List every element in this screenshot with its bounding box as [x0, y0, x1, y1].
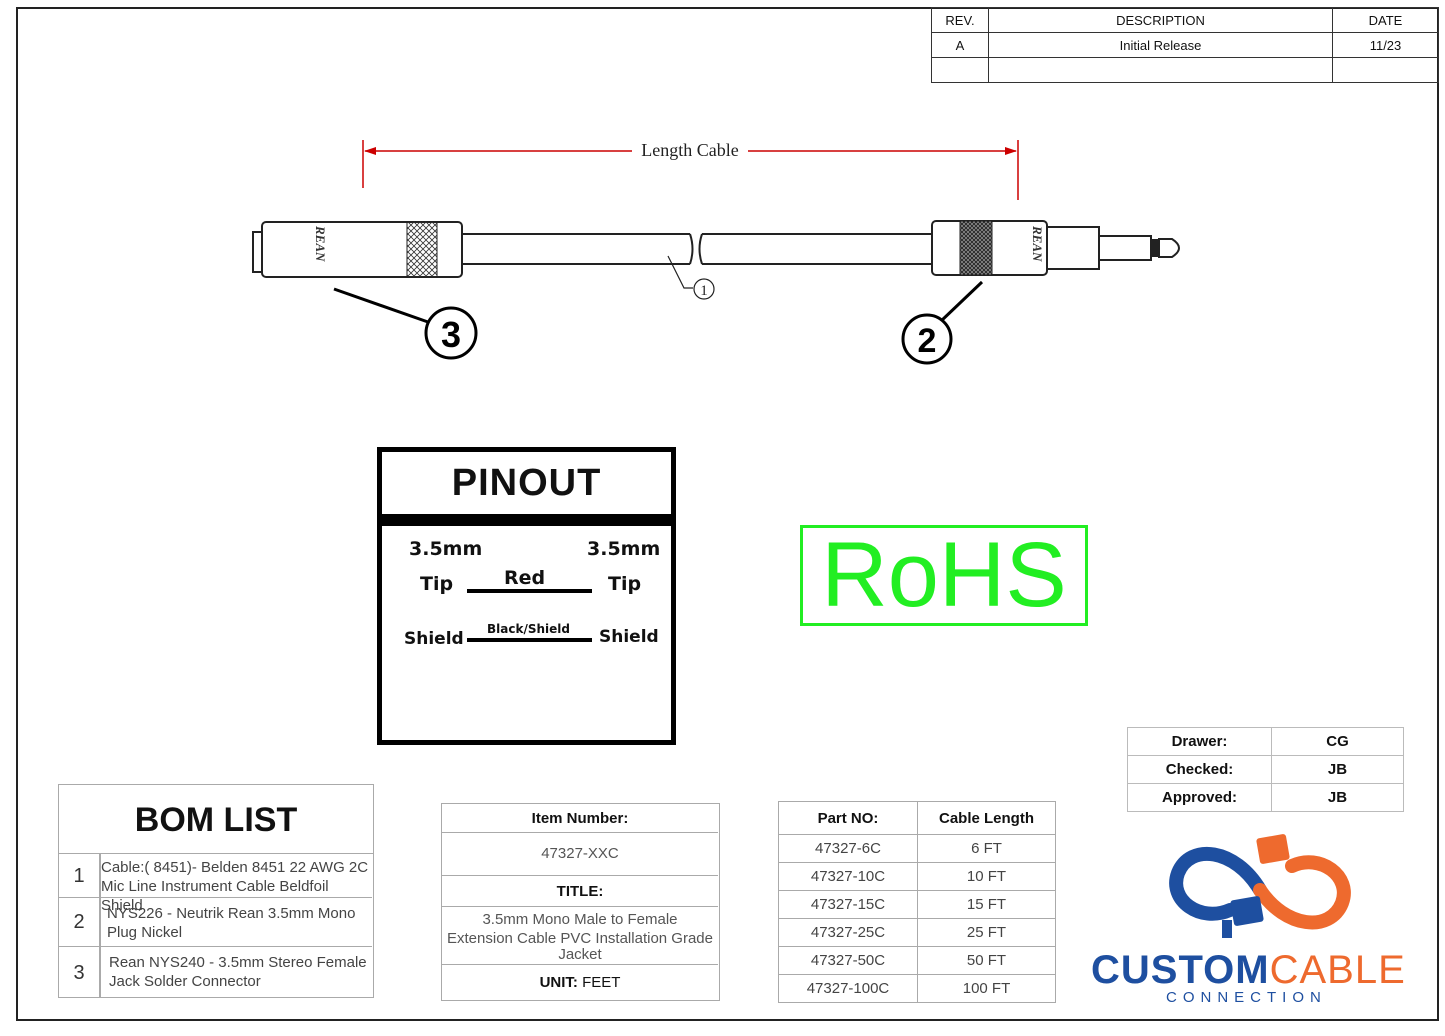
title-label: TITLE: — [442, 876, 718, 907]
bom-item-number: 3 — [73, 962, 85, 984]
female-jack-connector: REAN — [252, 221, 463, 278]
logo-word-custom: CUSTOM — [1091, 948, 1270, 992]
bom-list: BOM LIST 1 Cable:( 8451)- Belden 8451 22… — [58, 784, 374, 998]
pinout-title: PINOUT — [382, 452, 671, 526]
length-cell: 15 FT — [917, 890, 1056, 919]
bom-item-number: 1 — [73, 865, 85, 887]
title-line: 3.5mm Mono Male to Female — [482, 911, 678, 928]
cable-drawing: Length Cable REAN REAN 1 3 — [252, 140, 1180, 365]
approved-value: JB — [1271, 783, 1404, 812]
pinout-tip-right: Tip — [608, 573, 642, 595]
male-plug-connector: REAN — [931, 220, 1180, 276]
part-no-header: Part NO: — [778, 801, 918, 835]
cable-body — [462, 233, 932, 265]
pinout-tip-wire — [467, 589, 592, 593]
bom-column-divider — [99, 853, 101, 997]
pinout-box: PINOUT 3.5mm 3.5mm Tip Red Tip Shield Bl… — [377, 447, 676, 745]
item-number-label: Item Number: — [442, 804, 718, 833]
part-no-cell: 47327-10C — [778, 862, 918, 891]
signoff-table: Drawer:CG Checked:JB Approved:JB — [1127, 727, 1404, 812]
logo-subtitle: CONNECTION — [1166, 989, 1327, 1006]
part-no-cell: 47327-15C — [778, 890, 918, 919]
title-line: Jacket — [558, 946, 602, 963]
callout-2-number: 2 — [918, 322, 937, 360]
callout-3-number: 3 — [441, 314, 461, 355]
unit-value: FEET — [582, 974, 621, 991]
length-cell: 100 FT — [917, 974, 1056, 1003]
callout-1: 1 — [667, 255, 715, 300]
approved-label: Approved: — [1127, 783, 1272, 812]
unit-label: UNIT: — [539, 974, 578, 991]
unit-row: UNIT: FEET — [442, 970, 718, 998]
length-cell: 50 FT — [917, 946, 1056, 975]
length-cell: 25 FT — [917, 918, 1056, 947]
table-row: Drawer:CG — [1127, 727, 1404, 756]
logo-word-cable: CABLE — [1269, 948, 1406, 992]
bom-title: BOM LIST — [59, 785, 373, 854]
bom-desc-line: Rean NYS240 - 3.5mm Stereo Female — [109, 954, 367, 971]
length-cable-label: Length Cable — [641, 140, 738, 160]
male-brand-mark: REAN — [1030, 225, 1045, 262]
length-cell: 6 FT — [917, 834, 1056, 863]
pinout-shield-wire — [467, 638, 592, 642]
bom-item-description: NYS226 - Neutrik Rean 3.5mm Mono Plug Ni… — [107, 904, 355, 942]
title-value: 3.5mm Mono Male to Female Extension Cabl… — [442, 910, 718, 965]
custom-cable-logo-icon — [1169, 834, 1351, 938]
rohs-badge: RoHS — [800, 525, 1088, 626]
part-no-cell: 47327-100C — [778, 974, 918, 1003]
callout-1-number: 1 — [700, 283, 708, 299]
pinout-shield-right: Shield — [599, 627, 659, 647]
bom-row: 2 NYS226 - Neutrik Rean 3.5mm Mono Plug … — [59, 897, 372, 946]
bom-item-number: 2 — [73, 911, 85, 933]
cable-length-header: Cable Length — [917, 801, 1056, 835]
pinout-tip-left: Tip — [420, 573, 454, 595]
length-dimension: Length Cable — [362, 140, 1019, 200]
bom-desc-line: Plug Nickel — [107, 924, 183, 941]
pinout-red-wire-label: Red — [504, 567, 546, 589]
logo-wordmark: CUSTOMCABLE — [1091, 948, 1406, 993]
drawing-frame — [16, 7, 1439, 1021]
drawer-label: Drawer: — [1127, 727, 1272, 756]
bom-item-description: Rean NYS240 - 3.5mm Stereo Female Jack S… — [109, 953, 367, 991]
checked-label: Checked: — [1127, 755, 1272, 784]
title-block: Item Number: 47327-XXC TITLE: 3.5mm Mono… — [441, 803, 720, 1001]
table-row: Approved:JB — [1127, 783, 1404, 812]
length-cell: 10 FT — [917, 862, 1056, 891]
part-no-cell: 47327-25C — [778, 918, 918, 947]
rev-empty — [931, 57, 989, 83]
item-number-value: 47327-XXC — [442, 833, 718, 876]
title-line: Extension Cable PVC Installation Grade — [447, 930, 713, 947]
bom-item-description: Cable:( 8451)- Belden 8451 22 AWG 2C Mic… — [101, 858, 372, 915]
part-no-cell: 47327-6C — [778, 834, 918, 863]
bom-row: 3 Rean NYS240 - 3.5mm Stereo Female Jack… — [59, 946, 372, 998]
pinout-black-shield-label: Black/Shield — [487, 622, 570, 636]
checked-value: JB — [1271, 755, 1404, 784]
part-no-cell: 47327-50C — [778, 946, 918, 975]
bom-desc-line: Jack Solder Connector — [109, 973, 261, 990]
table-row: Checked:JB — [1127, 755, 1404, 784]
bom-desc-line: Cable:( 8451)- Belden 8451 22 AWG 2C — [101, 859, 369, 876]
pinout-right-header: 3.5mm — [587, 538, 661, 560]
callout-3: 3 — [333, 287, 478, 360]
bom-desc-line: Mic Line Instrument Cable Beldfoil Shiel… — [101, 878, 329, 914]
female-brand-mark: REAN — [313, 225, 328, 262]
date-empty — [1332, 57, 1439, 83]
callout-2: 2 — [901, 280, 984, 365]
pinout-left-header: 3.5mm — [409, 538, 483, 560]
date-header: DATE — [1332, 7, 1439, 33]
bom-row: 1 Cable:( 8451)- Belden 8451 22 AWG 2C M… — [59, 853, 372, 914]
drawer-value: CG — [1271, 727, 1404, 756]
description-header: DESCRIPTION — [988, 7, 1333, 33]
bom-desc-line: NYS226 - Neutrik Rean 3.5mm Mono — [107, 905, 356, 922]
pinout-shield-left: Shield — [404, 629, 464, 649]
revision-table: REV. DESCRIPTION DATE A Initial Release … — [931, 7, 1439, 83]
date-value: 11/23 — [1332, 32, 1439, 58]
